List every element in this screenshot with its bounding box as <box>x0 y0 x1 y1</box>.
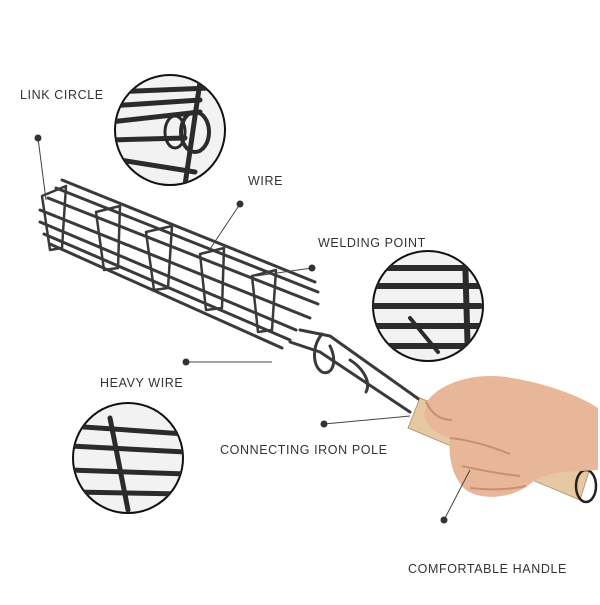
leader-line-welding-point <box>255 267 313 277</box>
leader-line-comfortable-handle <box>443 469 471 521</box>
label-heavy-wire: HEAVY WIRE <box>100 376 184 390</box>
grill-basket-icon <box>38 178 422 414</box>
detail-circle-welding-point <box>372 250 484 362</box>
leader-line-connecting-iron-pole <box>323 415 411 425</box>
leader-line-wire <box>207 203 241 253</box>
hand-icon <box>424 376 598 497</box>
callout-dot-connecting-iron-pole <box>320 420 328 428</box>
callout-dot-link-circle <box>34 134 42 142</box>
callout-dot-comfortable-handle <box>440 516 448 524</box>
label-link-circle: LINK CIRCLE <box>20 88 104 102</box>
leader-line-link-circle <box>37 137 47 201</box>
callout-dot-wire <box>236 200 244 208</box>
label-connecting-iron-pole: CONNECTING IRON POLE <box>220 443 388 457</box>
detail-circle-heavy-wire <box>72 402 184 514</box>
callout-dot-welding-point <box>308 264 316 272</box>
label-wire: WIRE <box>248 174 284 188</box>
detail-circle-link-circle <box>114 74 226 186</box>
callout-dot-heavy-wire <box>182 358 190 366</box>
label-comfortable-handle: COMFORTABLE HANDLE <box>408 562 567 576</box>
label-welding-point: WELDING POINT <box>318 236 426 250</box>
